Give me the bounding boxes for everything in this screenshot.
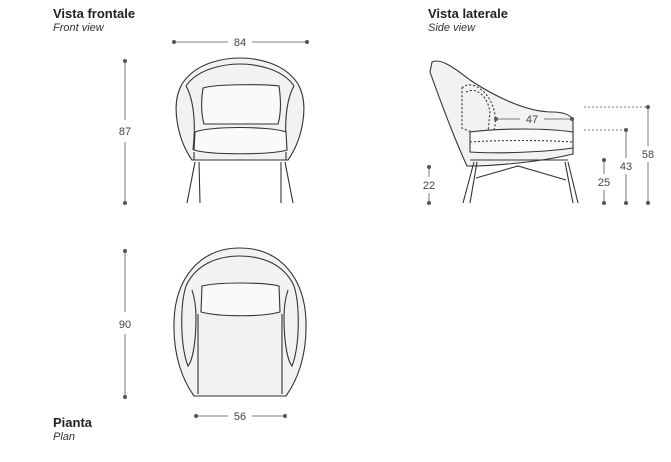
plan-back-cushion	[200, 282, 281, 317]
side-view-label: Vista laterale Side view	[428, 6, 508, 35]
side-seat-dot-top	[602, 158, 606, 162]
front-height-value: 87	[119, 126, 131, 138]
plan-view-label: Pianta Plan	[53, 415, 93, 444]
plan-dimensions	[123, 249, 287, 418]
side-back-cushion-hidden	[465, 90, 491, 133]
side-view-subtitle: Side view	[428, 21, 476, 34]
side-arm-height-value: 43	[620, 161, 632, 173]
front-left-arm-seam	[185, 85, 195, 151]
plan-outline	[173, 247, 307, 397]
side-seat-height-value: 25	[598, 177, 610, 189]
side-leg-dot-top	[427, 165, 431, 169]
front-legs	[186, 161, 294, 204]
plan-view-drawing	[173, 247, 307, 397]
side-arm-dot-top	[624, 128, 628, 132]
side-total-dot-bottom	[646, 201, 650, 205]
plan-seat-width-value: 56	[234, 411, 246, 423]
plan-rim	[185, 255, 295, 287]
plan-depth-dot-top	[123, 249, 127, 253]
front-width-value: 84	[234, 37, 246, 49]
front-view-title: Vista frontale	[53, 6, 136, 21]
front-seat-cushion	[193, 126, 288, 155]
side-depth-dot-right	[570, 117, 574, 121]
front-width-dot-right	[305, 40, 309, 44]
front-height-dot-top	[123, 59, 127, 63]
side-view-title: Vista laterale	[428, 6, 508, 21]
side-seat-hidden	[469, 139, 573, 143]
front-width-dot-left	[172, 40, 176, 44]
front-view-subtitle: Front view	[53, 21, 104, 34]
front-dimensions	[123, 40, 309, 205]
side-total-height-value: 58	[642, 149, 654, 161]
front-height-dot-bottom	[123, 201, 127, 205]
front-base	[192, 152, 288, 161]
plan-right-arm	[283, 285, 299, 368]
plan-width-dot-left	[194, 414, 198, 418]
side-seat-dot-bottom	[602, 201, 606, 205]
plan-left-arm	[181, 285, 197, 368]
side-dimensions	[427, 105, 650, 205]
front-view-label: Vista frontale Front view	[53, 6, 136, 35]
plan-depth-dot-bottom	[123, 395, 127, 399]
side-depth-dot-left	[494, 117, 498, 121]
side-legs	[462, 161, 579, 204]
side-total-dot-top	[646, 105, 650, 109]
front-view-drawing	[175, 57, 305, 204]
plan-depth-value: 90	[119, 319, 131, 331]
front-shell-rim	[185, 63, 295, 87]
plan-view-title: Pianta	[53, 415, 93, 430]
side-arm-dot-bottom	[624, 201, 628, 205]
plan-seat	[197, 314, 283, 394]
side-view-drawing	[429, 60, 579, 204]
side-leg-height-value: 22	[423, 180, 435, 192]
front-back-cushion	[201, 84, 281, 125]
plan-view-subtitle: Plan	[53, 430, 76, 443]
side-depth-value: 47	[526, 114, 538, 126]
plan-width-dot-right	[283, 414, 287, 418]
side-seat	[469, 128, 574, 154]
side-leg-dot-bottom	[427, 201, 431, 205]
